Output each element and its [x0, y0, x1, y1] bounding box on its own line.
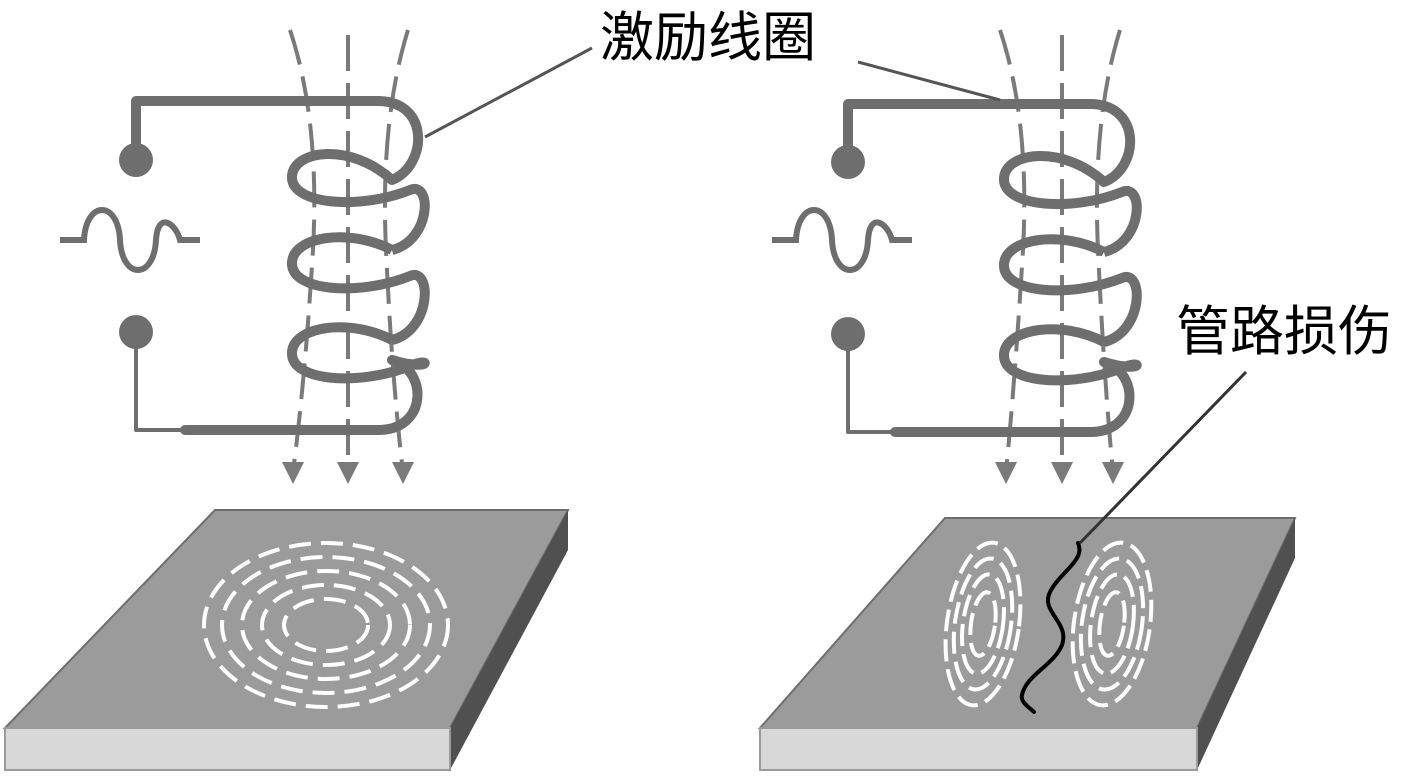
eddy-currents-left: [202, 541, 450, 709]
sine-wave-icon: [60, 207, 200, 273]
eddy-ring: [943, 540, 1023, 708]
arrow-down-icon: [282, 462, 304, 484]
circuit-left: [131, 96, 424, 435]
field-line: [288, 29, 317, 473]
terminal-dot-icon: [119, 143, 153, 177]
plate-side: [450, 510, 568, 770]
left-panel: [2, 29, 570, 771]
arrow-down-icon: [392, 462, 414, 484]
crack-line: [1019, 541, 1082, 714]
plate-front: [759, 727, 1198, 771]
eddy-ring: [282, 597, 370, 653]
excitation-coil-label: 激励线圈: [600, 6, 816, 69]
wire-top: [843, 99, 1136, 187]
arrow-down-icon: [337, 462, 359, 484]
coil-loop: [999, 151, 1142, 257]
pipe-damage-label: 管路损伤: [1176, 300, 1392, 363]
field-arrows-right: [995, 462, 1124, 484]
eddy-ring: [1078, 556, 1146, 692]
plate-side: [1197, 518, 1295, 770]
field-arrows-left: [282, 462, 414, 484]
eddy-ring: [968, 590, 998, 658]
wire-top: [131, 96, 424, 185]
field-line: [998, 29, 1027, 473]
circuit-right: [843, 99, 1136, 437]
coil-loop: [999, 324, 1142, 386]
eddy-currents-right-a: [943, 540, 1023, 708]
leader-line-damage: [1078, 370, 1248, 545]
coil-loop: [287, 232, 430, 345]
eddy-ring: [220, 555, 432, 695]
terminal-dot-icon: [831, 145, 865, 179]
leader-line-coil-right: [857, 60, 1001, 102]
plate-front: [4, 727, 451, 771]
metal-plate-left: [2, 509, 570, 771]
eddy-ring: [260, 583, 392, 667]
terminal-dot-icon: [119, 315, 153, 349]
coil-loop: [287, 322, 430, 384]
excitation-coil-right: [999, 151, 1142, 386]
eddy-ring: [1088, 572, 1136, 676]
wire-bottom-thin: [846, 338, 897, 434]
eddy-ring: [240, 569, 412, 681]
arrow-down-icon: [1051, 462, 1073, 484]
metal-plate-right: [757, 517, 1297, 771]
arrow-down-icon: [1102, 462, 1124, 484]
wire-bottom-thin: [134, 338, 187, 432]
eddy-ring: [960, 572, 1006, 676]
terminal-dot-icon: [831, 317, 865, 351]
eddy-ring: [1070, 540, 1154, 708]
right-panel: [757, 29, 1297, 771]
eddy-currents-right-b: [1070, 540, 1154, 708]
arrow-down-icon: [995, 462, 1017, 484]
annotations: 激励线圈 管路损伤: [424, 6, 1392, 545]
leader-line-coil-left: [424, 46, 593, 139]
eddy-ring: [202, 541, 450, 709]
eddy-ring: [951, 556, 1015, 692]
eddy-ring: [1097, 590, 1127, 658]
sine-wave-icon: [772, 207, 912, 273]
excitation-coil-left: [287, 149, 430, 384]
coil-loop: [999, 234, 1142, 347]
coil-loop: [287, 149, 430, 255]
